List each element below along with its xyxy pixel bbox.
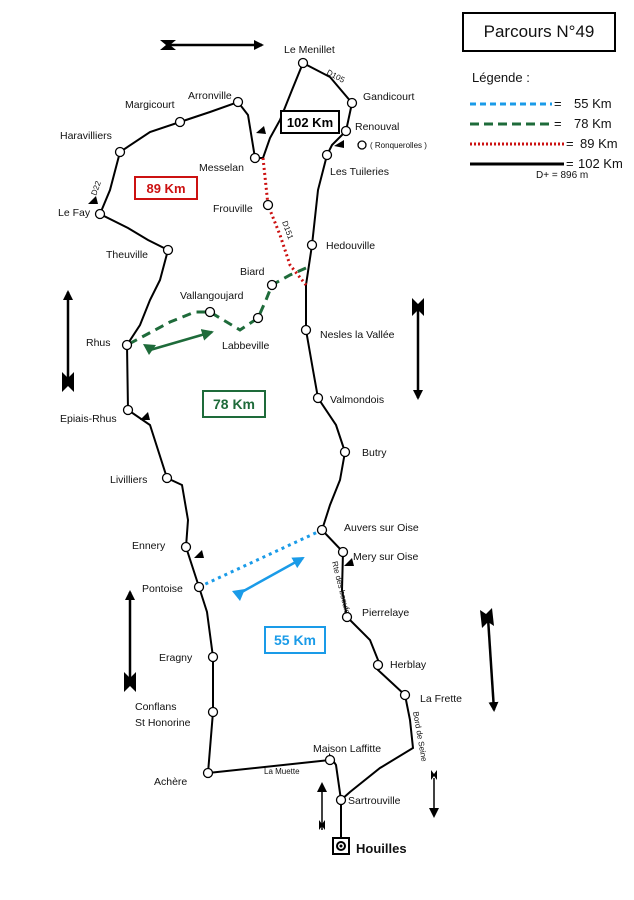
badge-89km: 89 Km xyxy=(134,176,198,200)
legend-elevation: D+ = 896 m xyxy=(536,170,589,181)
town-herblay: Herblay xyxy=(390,659,427,671)
town-epiais: Epiais-Rhus xyxy=(60,413,117,425)
town-maison-laffitte: Maison Laffitte xyxy=(313,743,381,755)
direction-arrow-left-up xyxy=(62,290,74,392)
route-78km xyxy=(126,266,307,347)
road-bord-seine: Bord de Seine xyxy=(411,711,429,763)
town-rhus: Rhus xyxy=(86,337,111,349)
arrow-tail-78 xyxy=(143,344,156,355)
direction-arrow-finish-down xyxy=(429,770,439,818)
town-achere: Achère xyxy=(154,776,187,788)
town-ronquerolles: ( Ronquerolles ) xyxy=(370,141,427,150)
town-margicourt: Margicourt xyxy=(125,99,175,111)
badge-78km: 78 Km xyxy=(202,390,266,418)
legend-row-102: = 102 Km xyxy=(470,156,630,172)
direction-arrow-78 xyxy=(149,329,214,352)
start-finish-marker xyxy=(332,837,350,855)
legend-eq: = xyxy=(566,156,574,171)
town-vallangoujard: Vallangoujard xyxy=(180,290,244,302)
legend-distance-89: 89 Km xyxy=(580,136,618,151)
direction-arrow-right-down xyxy=(412,298,424,400)
legend-distance-78: 78 Km xyxy=(574,116,612,131)
route-89km xyxy=(261,157,308,286)
town-le-fay: Le Fay xyxy=(58,207,91,219)
route-flags xyxy=(88,126,354,566)
legend-row-89: = 89 Km xyxy=(470,136,630,152)
town-ennery: Ennery xyxy=(132,540,166,552)
town-le-menillet: Le Menillet xyxy=(284,44,335,56)
town-renouval: Renouval xyxy=(355,121,399,133)
town-valmondois: Valmondois xyxy=(330,394,384,406)
town-labbeville: Labbeville xyxy=(222,340,269,352)
legend-eq: = xyxy=(554,96,562,111)
road-d22: D22 xyxy=(89,179,103,196)
direction-arrow-right-down-2 xyxy=(480,608,499,712)
town-sartrouville: Sartrouville xyxy=(348,795,401,807)
town-pontoise: Pontoise xyxy=(142,583,183,595)
badge-102km: 102 Km xyxy=(280,110,340,134)
town-theuville: Theuville xyxy=(106,249,148,261)
town-haravilliers: Haravilliers xyxy=(60,130,112,142)
town-livilliers: Livilliers xyxy=(110,474,147,486)
town-hedouville: Hedouville xyxy=(326,240,375,252)
town-eragny: Eragny xyxy=(159,652,193,664)
town-conflans-1: Conflans xyxy=(135,701,176,713)
town-mery: Mery sur Oise xyxy=(353,551,419,563)
legend-eq: = xyxy=(566,136,574,151)
direction-arrow-55 xyxy=(239,556,305,595)
legend-line-102 xyxy=(470,162,564,166)
waypoints xyxy=(94,57,411,806)
legend-row-78: = 78 Km xyxy=(470,116,630,132)
town-arronville: Arronville xyxy=(188,90,232,102)
direction-arrow-start-up xyxy=(317,782,327,830)
route-55km xyxy=(198,528,323,589)
town-messelan: Messelan xyxy=(199,162,244,174)
road-rte-boeufs: Rte des boeufs xyxy=(330,560,352,614)
arrow-tail-55 xyxy=(232,589,245,601)
town-houilles: Houilles xyxy=(356,841,407,856)
legend-line-89 xyxy=(470,142,564,146)
legend-row-55: = 55 Km xyxy=(470,96,630,112)
town-gandicourt: Gandicourt xyxy=(363,91,414,103)
direction-arrow-top xyxy=(160,40,264,50)
town-la-muette: La Muette xyxy=(264,767,300,776)
direction-arrow-left-up-2 xyxy=(124,590,136,692)
legend-title: Légende : xyxy=(472,70,530,85)
road-d151: D151 xyxy=(280,220,295,242)
badge-55km: 55 Km xyxy=(264,626,326,654)
town-la-frette: La Frette xyxy=(420,693,462,705)
town-frouville: Frouville xyxy=(213,203,253,215)
town-auvers: Auvers sur Oise xyxy=(344,522,419,534)
town-pierrelaye: Pierrelaye xyxy=(362,607,409,619)
route-title: Parcours N°49 xyxy=(462,12,616,52)
town-biard: Biard xyxy=(240,266,265,278)
town-conflans-2: St Honorine xyxy=(135,717,191,729)
legend-line-55 xyxy=(470,102,552,106)
legend-distance-55: 55 Km xyxy=(574,96,612,111)
town-les-tuileries: Les Tuileries xyxy=(330,166,389,178)
legend-distance-102: 102 Km xyxy=(578,156,623,171)
legend-line-78 xyxy=(470,122,552,126)
town-butry: Butry xyxy=(362,447,387,459)
legend-eq: = xyxy=(554,116,562,131)
town-nesles: Nesles la Vallée xyxy=(320,329,395,341)
